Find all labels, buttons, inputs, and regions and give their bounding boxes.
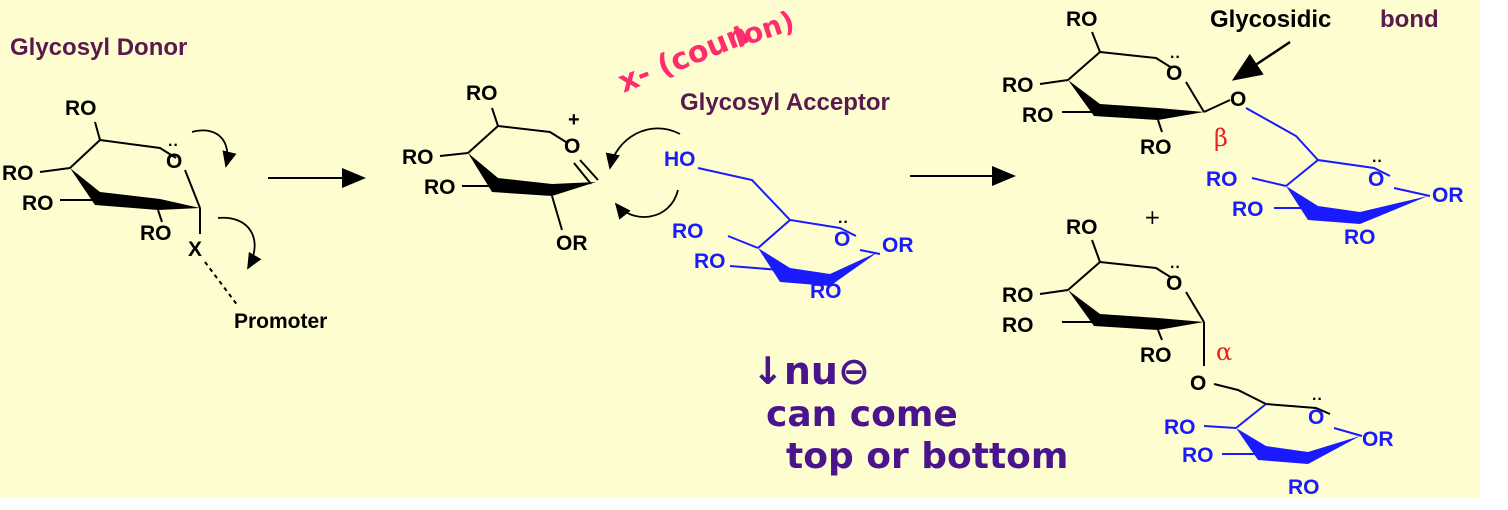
acceptor-lone-pair: ·· [838,214,849,231]
beta-acceptor-ro-c2: RO [1344,226,1376,249]
note-nucleophile: ↓nu⊖ [752,349,870,393]
alpha-glycosidic-o: O [1190,372,1206,395]
donor-title: Glycosyl Donor [10,34,187,61]
note-top-or-bottom: top or bottom [786,436,1068,477]
donor-ro-top: RO [65,97,97,120]
beta-ro-top: RO [1066,8,1098,31]
oxo-ro-c3: RO [424,176,456,199]
beta-ro-c4: RO [1002,74,1034,97]
beta-label: β [1214,124,1228,152]
products-plus: + [1144,205,1161,229]
donor-leaving-x: X [188,238,202,261]
alpha-ro-c2: RO [1140,344,1172,367]
alpha-acceptor-ring-o: O [1308,406,1324,429]
alpha-acceptor-ro-c4: RO [1164,416,1196,439]
acceptor-ring-o: O [834,228,850,251]
oxo-cation-charge: + [568,109,580,131]
oxo-ro-top: RO [466,82,498,105]
alpha-label: α [1216,338,1232,366]
alpha-acceptor-ro-c3: RO [1182,444,1214,467]
acceptor-ro-c3: RO [694,250,726,273]
glycosidic-bond-pointer [1231,40,1291,81]
beta-ring-o: O [1166,62,1182,85]
note-can-come: can come [766,394,958,435]
acceptor-ro-c2: RO [810,280,842,303]
glycosidic-title: Glycosidic [1210,6,1331,33]
beta-lone-pair: ·· [1170,49,1181,66]
beta-acceptor-lone-pair: ·· [1372,153,1383,170]
beta-acceptor-or: OR [1432,184,1464,207]
acceptor-ho: HO [664,148,696,171]
oxo-ring-o: O [564,135,580,158]
alpha-lone-pair: ·· [1170,259,1181,276]
donor-lone-pair: ·· [168,137,179,154]
oxo-or-c2: OR [556,232,588,255]
beta-product: RO O ·· RO RO RO O β O ·· OR RO RO RO [1002,8,1464,249]
alpha-ro-c3: RO [1002,314,1034,337]
alpha-product: RO O ·· RO RO RO O α O ·· OR RO RO RO [1002,216,1394,499]
donor-ro-c3: RO [22,192,54,215]
donor-ro-c2: RO [140,222,172,245]
alpha-ro-top: RO [1066,216,1098,239]
beta-ro-c2: RO [1140,136,1172,159]
acceptor-ro-c4: RO [672,220,704,243]
beta-acceptor-ro-c3: RO [1232,198,1264,221]
alpha-acceptor-ro-c2: RO [1288,476,1320,499]
beta-glycosidic-o: O [1230,88,1246,111]
acceptor-title: Glycosyl Acceptor [680,89,890,116]
oxocarbenium-ring: RO O + RO RO OR [402,82,681,255]
donor-ring: RO O ·· RO RO RO X Promoter [2,97,327,333]
alpha-acceptor-lone-pair: ·· [1312,391,1323,408]
alpha-acceptor-or: OR [1362,428,1394,451]
beta-acceptor-ring-o: O [1368,168,1384,191]
oxo-ro-c4: RO [402,146,434,169]
glycosidic-bond-word: bond [1380,6,1439,33]
promoter-label: Promoter [234,310,327,333]
diagram-canvas [0,0,1480,498]
note-counter-ion-line2: ion) [730,4,799,54]
alpha-ring-o: O [1166,272,1182,295]
donor-ring-o: O [166,150,182,173]
acceptor-ring: HO O ·· OR RO RO RO [664,148,914,303]
donor-ro-c4: RO [2,162,34,185]
alpha-ro-c4: RO [1002,284,1034,307]
beta-acceptor-ro-c4: RO [1206,168,1238,191]
acceptor-or-anomeric: OR [882,234,914,257]
beta-ro-c3: RO [1022,104,1054,127]
